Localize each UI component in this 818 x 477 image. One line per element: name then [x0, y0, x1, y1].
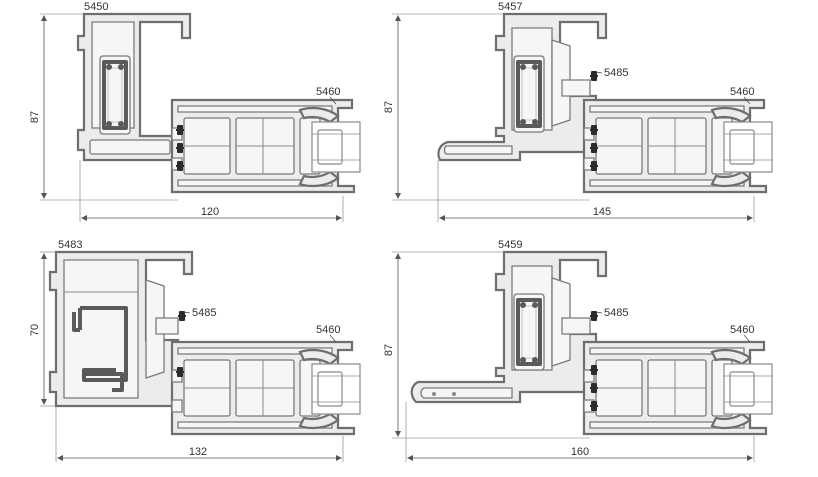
- gasket: [590, 365, 598, 375]
- height-dimension: 87: [29, 111, 41, 123]
- panel-2: 5457 5485 5460 87 145: [383, 1, 774, 222]
- gasket: [176, 143, 184, 153]
- height-dimension: 70: [29, 324, 41, 336]
- frame-profile-5483: [48, 250, 194, 408]
- sash-profile-5460: [582, 98, 774, 194]
- frame-profile-5457: [437, 12, 608, 162]
- gasket-code-label: 5485: [604, 307, 628, 319]
- gasket: [176, 161, 184, 171]
- gasket: [590, 143, 598, 153]
- gasket: [590, 125, 598, 135]
- width-dimension: 160: [571, 446, 589, 458]
- sash-code-label: 5460: [316, 324, 340, 336]
- width-dimension: 120: [201, 206, 219, 218]
- gasket: [176, 367, 184, 377]
- panel-1: 5450 5460 87 120: [29, 1, 362, 222]
- gasket-code-label: 5485: [192, 307, 216, 319]
- width-dimension: 145: [593, 206, 611, 218]
- gasket: [590, 311, 598, 321]
- gasket: [178, 311, 186, 321]
- panel-3: 5483 5485 5460 70 132: [29, 239, 362, 462]
- gasket: [176, 125, 184, 135]
- height-dimension: 87: [383, 101, 395, 113]
- gasket: [590, 383, 598, 393]
- gasket: [590, 71, 598, 81]
- panel-4: 5459 5485 5460 87 160: [383, 239, 774, 462]
- gasket-code-label: 5485: [604, 67, 628, 79]
- frame-code-label: 5459: [498, 239, 522, 251]
- sash-profile-5460: [170, 340, 362, 436]
- frame-profile-5459: [410, 250, 608, 404]
- width-dimension: 132: [189, 446, 207, 458]
- frame-profile-5450: [76, 12, 192, 162]
- frame-code-label: 5483: [58, 239, 82, 251]
- frame-code-label: 5450: [84, 1, 108, 13]
- gasket: [590, 161, 598, 171]
- sash-profile-5460: [582, 340, 774, 436]
- gasket: [590, 401, 598, 411]
- sash-profile-5460: [170, 98, 362, 194]
- height-dimension: 87: [383, 344, 395, 356]
- frame-code-label: 5457: [498, 1, 522, 13]
- sash-code-label: 5460: [730, 324, 754, 336]
- sash-code-label: 5460: [316, 86, 340, 98]
- sash-code-label: 5460: [730, 86, 754, 98]
